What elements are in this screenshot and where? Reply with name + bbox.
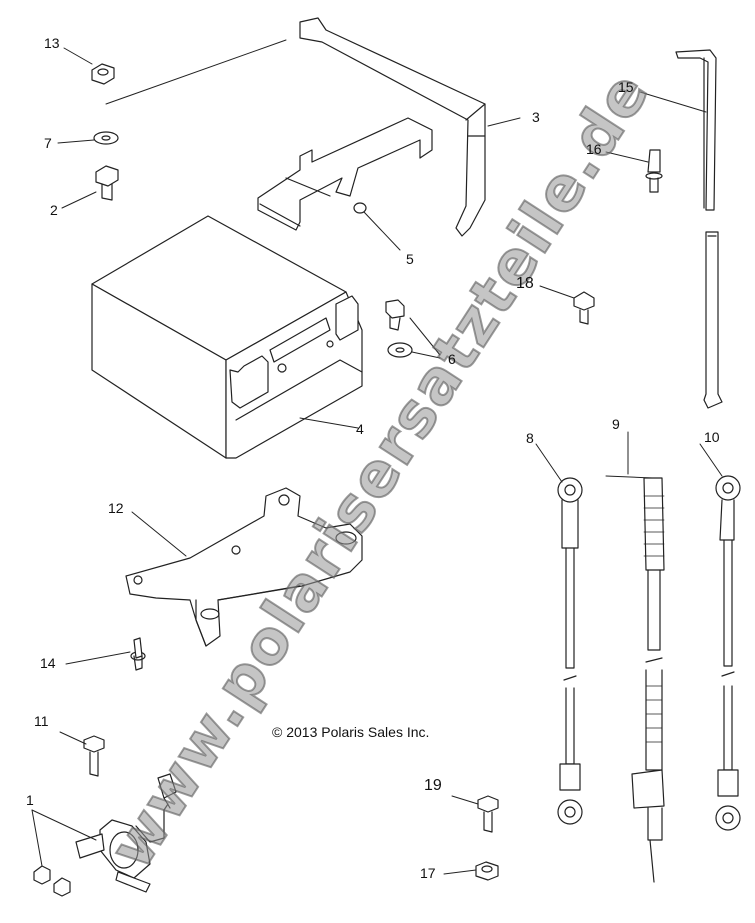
- callout-18: 18: [516, 275, 534, 292]
- callout-16: 16: [586, 141, 602, 157]
- callout-7: 7: [44, 135, 52, 151]
- callout-6: 6: [448, 351, 456, 367]
- callout-19: 19: [424, 777, 442, 794]
- callout-11: 11: [34, 713, 49, 729]
- bolt-11: [59, 731, 105, 777]
- callout-2: 2: [50, 202, 58, 218]
- callout-12: 12: [108, 500, 124, 516]
- callout-1: 1: [26, 792, 34, 808]
- battery: [91, 215, 363, 459]
- callout-14: 14: [40, 655, 56, 671]
- battery-strap: [105, 17, 521, 237]
- callout-5: 5: [406, 251, 414, 267]
- callout-17: 17: [420, 865, 436, 881]
- callout-8: 8: [526, 430, 534, 446]
- bolt-19: [451, 795, 499, 833]
- battery-cable-9: [605, 431, 665, 883]
- washer-7: [57, 131, 119, 145]
- battery-tray: [125, 487, 363, 647]
- callout-15: 15: [618, 79, 634, 95]
- copyright-notice: © 2013 Polaris Sales Inc.: [272, 724, 430, 740]
- bolt-and-washer: [385, 299, 441, 359]
- battery-hold-bracket: [257, 117, 433, 251]
- push-rivet-14: [65, 637, 146, 671]
- nut-13: [63, 47, 115, 85]
- callout-9: 9: [612, 416, 620, 432]
- battery-cable-10: [699, 443, 741, 831]
- bolt-2: [61, 165, 119, 209]
- callout-3: 3: [532, 109, 540, 125]
- screw-18: [539, 285, 595, 325]
- callout-13: 13: [44, 35, 60, 51]
- battery-cable-8: [535, 443, 583, 825]
- vent-tube-15: [639, 49, 723, 409]
- connector-16: [605, 149, 663, 193]
- starter-solenoid: [31, 773, 177, 897]
- nut-17: [443, 861, 499, 881]
- callout-4: 4: [356, 421, 364, 437]
- callout-10: 10: [704, 429, 720, 445]
